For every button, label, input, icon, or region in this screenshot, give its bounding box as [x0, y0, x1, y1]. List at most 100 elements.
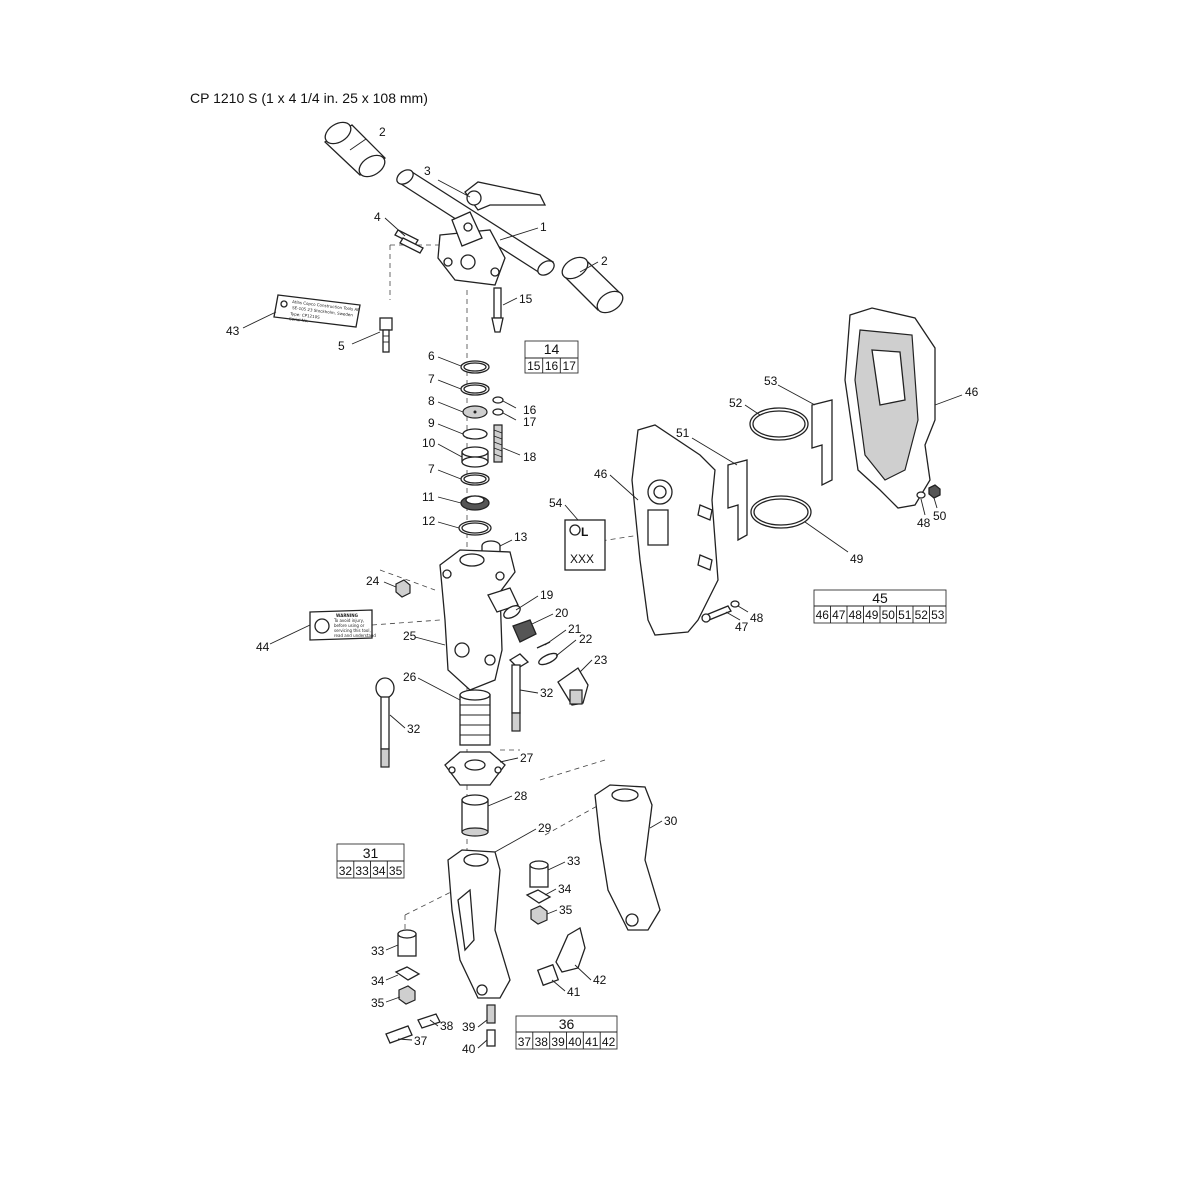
kit-45-item: 47 [832, 608, 846, 622]
buffer-part [444, 751, 506, 786]
kit-table-45: 45 46 47 48 49 50 51 52 53 [813, 589, 947, 624]
fastener-set-right-parts [525, 860, 552, 925]
grip-upper-part [323, 121, 387, 178]
side-bolts-parts [375, 653, 530, 768]
callout-silencer-half-front: 46 [594, 467, 608, 481]
callout-o-ring-7-lower: 7 [428, 462, 435, 476]
silencer-o-rings-parts [749, 407, 812, 529]
latch-parts [536, 927, 586, 987]
callout-nut-50: 50 [933, 509, 947, 523]
pins-part [394, 229, 424, 254]
callout-spring-18: 18 [523, 450, 537, 464]
callout-side-bolt-right: 32 [540, 686, 554, 700]
warning-label-part: WARNING To avoid injury, before using or… [309, 609, 376, 641]
callout-bushing-28: 28 [514, 789, 528, 803]
callout-grip-upper: 2 [379, 125, 386, 139]
callout-nipple-20: 20 [555, 606, 569, 620]
silencer-fasteners-right-parts [916, 484, 941, 499]
leader-lines [242, 138, 963, 1049]
kit-45-item: 51 [898, 608, 912, 622]
kit-table-31: 31 32 33 34 35 [336, 843, 405, 879]
silencer-front-part [631, 424, 719, 636]
callout-bushing-33-right: 33 [567, 854, 581, 868]
inlet-parts [503, 605, 589, 706]
silencer-pads-parts [727, 399, 833, 542]
label-54-text: XXX [570, 552, 594, 566]
silencer-back-part [844, 307, 936, 509]
kit-45-item: 52 [915, 608, 929, 622]
kit-36-header: 36 [559, 1016, 575, 1032]
callout-piston: 26 [403, 670, 417, 684]
kit-31-item: 33 [355, 864, 369, 878]
grip-right-part [561, 256, 624, 314]
warning-line-3: servicing this tool, [334, 628, 371, 633]
callout-pins: 4 [374, 210, 381, 224]
valve-stem-part [491, 287, 504, 333]
handle-tube-part [396, 169, 555, 286]
callout-front-head-29: 29 [538, 821, 552, 835]
callout-washer-34-left: 34 [371, 974, 385, 988]
callout-plug-13: 13 [514, 530, 528, 544]
svg-text:L: L [581, 525, 588, 539]
callout-label-54: 54 [549, 496, 563, 510]
kit-31-item: 32 [339, 864, 353, 878]
kit-31-item: 34 [372, 864, 386, 878]
callout-pin-37: 37 [414, 1034, 428, 1048]
callout-throttle-lever: 3 [424, 164, 431, 178]
kit-45-item: 48 [849, 608, 863, 622]
callout-o-ring-6: 6 [428, 349, 435, 363]
callout-o-ring-9: 9 [428, 416, 435, 430]
piston-part [459, 689, 491, 746]
kit-31-item: 35 [389, 864, 403, 878]
id-plate-line-4: Serial No: [289, 316, 309, 323]
callout-front-head-30: 30 [664, 814, 678, 828]
warning-title: WARNING [336, 613, 358, 618]
kit-45-header: 45 [872, 590, 888, 606]
kit-36-item: 38 [535, 1035, 549, 1049]
callout-grip-right: 2 [601, 254, 608, 268]
callout-nut-35-right: 35 [559, 903, 573, 917]
callout-cylinder: 25 [403, 629, 417, 643]
callout-nut-35-left: 35 [371, 996, 385, 1010]
callout-valve-11: 11 [422, 490, 435, 504]
callout-silencer-half-back: 46 [965, 385, 979, 399]
callout-washer-48-lower: 48 [750, 611, 764, 625]
valve-stack-parts [458, 360, 492, 536]
kit-table-14: 14 15 16 17 [524, 340, 579, 374]
callout-washer-34-right: 34 [558, 882, 572, 896]
callout-bushing-10: 10 [422, 436, 436, 450]
callout-o-ring-12: 12 [422, 514, 436, 528]
spring-stack-parts [492, 396, 504, 463]
callout-pad-51: 51 [676, 426, 690, 440]
kit-36-item: 41 [585, 1035, 599, 1049]
fastener-set-left-parts [394, 929, 421, 1005]
diagram-title: CP 1210 S (1 x 4 1/4 in. 25 x 108 mm) [190, 90, 428, 106]
callout-valve-stem: 15 [519, 292, 533, 306]
kit-31-header: 31 [363, 845, 379, 861]
cylinder-part [439, 549, 519, 691]
callout-seal-19: 19 [540, 588, 554, 602]
identification-plate-part: Atlas Copco Construction Tools AB SE-105… [273, 294, 361, 328]
callout-clip-21: 21 [568, 622, 582, 636]
front-head-30-part [594, 784, 661, 931]
callout-o-ring-49: 49 [850, 552, 864, 566]
callout-washer-16: 16 [523, 403, 537, 417]
nut-24-part [395, 579, 411, 598]
callout-o-ring-22: 22 [579, 632, 593, 646]
kit-45-item: 53 [931, 608, 945, 622]
callout-numbers: 2 3 4 1 2 15 43 5 6 7 8 16 17 9 18 10 7 … [226, 125, 979, 1056]
bushing-28-part [461, 794, 489, 837]
callout-washer-17: 17 [523, 415, 537, 429]
kit-14-item: 17 [563, 359, 577, 373]
callout-o-ring-52: 52 [729, 396, 743, 410]
handle-bolt-part [379, 317, 393, 353]
callout-plunger-40: 40 [462, 1042, 476, 1056]
callout-handle-assembly: 1 [540, 220, 547, 234]
silencer-fasteners-lower-parts [701, 600, 740, 623]
callout-washer-48-right: 48 [917, 516, 931, 530]
warning-line-4: read and understand [334, 633, 376, 638]
label-54-part: L XXX [564, 519, 606, 571]
callout-buffer-27: 27 [520, 751, 534, 765]
callout-screw-47: 47 [735, 620, 749, 634]
